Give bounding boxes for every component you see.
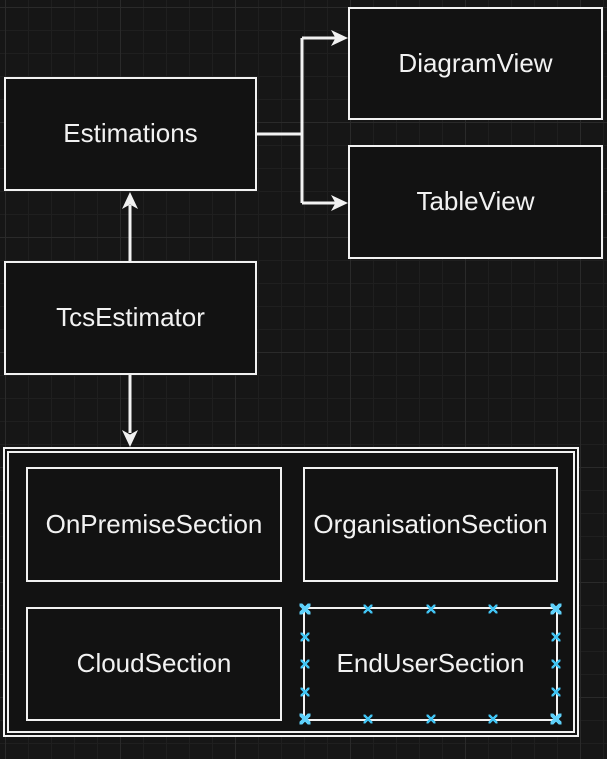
connection-point-handle[interactable] [299,713,311,725]
connection-point-handle[interactable] [551,659,561,669]
node-endusersection[interactable]: EndUserSection [299,603,562,725]
connection-point-handle[interactable] [550,603,562,615]
connection-point-handle[interactable] [551,632,561,641]
arrowhead-to-estimations [122,192,138,209]
arrowhead-to-tableview [331,195,348,211]
node-onpremisesection[interactable]: OnPremiseSection [26,467,282,582]
node-diagramview-label: DiagramView [398,47,553,78]
node-tcsestimator[interactable]: TcsEstimator [4,261,257,375]
connection-point-handle[interactable] [299,603,311,615]
connection-point-handle[interactable] [488,714,498,724]
connection-point-handle[interactable] [550,713,562,725]
edge-estimations-branch[interactable] [257,36,336,205]
node-estimations[interactable]: Estimations [4,77,257,191]
node-onpremisesection-label: OnPremiseSection [45,508,263,539]
connection-point-handle[interactable] [300,687,310,696]
arrowhead-to-container [122,430,138,447]
node-tcsestimator-label: TcsEstimator [56,302,205,333]
connection-point-handle[interactable] [363,604,373,614]
node-tableview-label: TableView [416,186,535,217]
connection-point-handle[interactable] [363,714,373,724]
node-estimations-label: Estimations [63,118,198,149]
node-cloudsection[interactable]: CloudSection [26,607,282,721]
node-diagramview[interactable]: DiagramView [348,7,603,120]
node-organisationsection-label: OrganisationSection [313,508,548,539]
connection-point-handle[interactable] [300,632,310,641]
node-endusersection-label: EndUserSection [336,648,525,679]
connection-point-handle[interactable] [300,659,310,669]
node-tableview[interactable]: TableView [348,145,603,259]
connection-point-handle[interactable] [551,687,561,696]
arrowhead-to-diagramview [331,30,348,46]
connection-point-handle[interactable] [426,714,435,724]
connection-point-handle[interactable] [488,604,498,614]
node-organisationsection[interactable]: OrganisationSection [303,467,558,582]
node-sections-container[interactable]: OnPremiseSection OrganisationSection Clo… [3,447,579,737]
connection-point-handle[interactable] [426,604,435,614]
node-cloudsection-label: CloudSection [76,648,232,679]
